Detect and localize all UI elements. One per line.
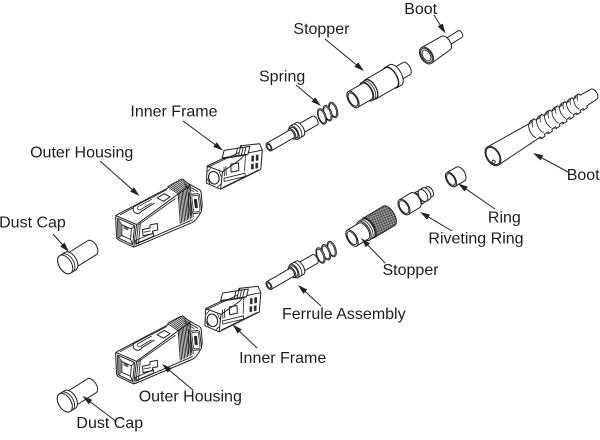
svg-text:Dust Cap: Dust Cap bbox=[76, 415, 143, 432]
svg-text:Spring: Spring bbox=[259, 69, 305, 86]
svg-text:Inner Frame: Inner Frame bbox=[130, 104, 217, 121]
svg-text:Boot: Boot bbox=[404, 1, 437, 18]
svg-text:Ring: Ring bbox=[488, 210, 521, 227]
svg-text:Inner Frame: Inner Frame bbox=[239, 350, 326, 367]
svg-text:Dust Cap: Dust Cap bbox=[0, 215, 66, 232]
svg-text:Outer Housing: Outer Housing bbox=[139, 389, 242, 406]
svg-text:Stopper: Stopper bbox=[293, 21, 350, 38]
svg-text:Stopper: Stopper bbox=[383, 262, 440, 279]
svg-text:Outer Housing: Outer Housing bbox=[30, 144, 133, 161]
svg-text:Riveting Ring: Riveting Ring bbox=[428, 231, 523, 248]
svg-text:Ferrule Assembly: Ferrule Assembly bbox=[282, 306, 406, 323]
svg-text:Boot: Boot bbox=[567, 167, 600, 184]
